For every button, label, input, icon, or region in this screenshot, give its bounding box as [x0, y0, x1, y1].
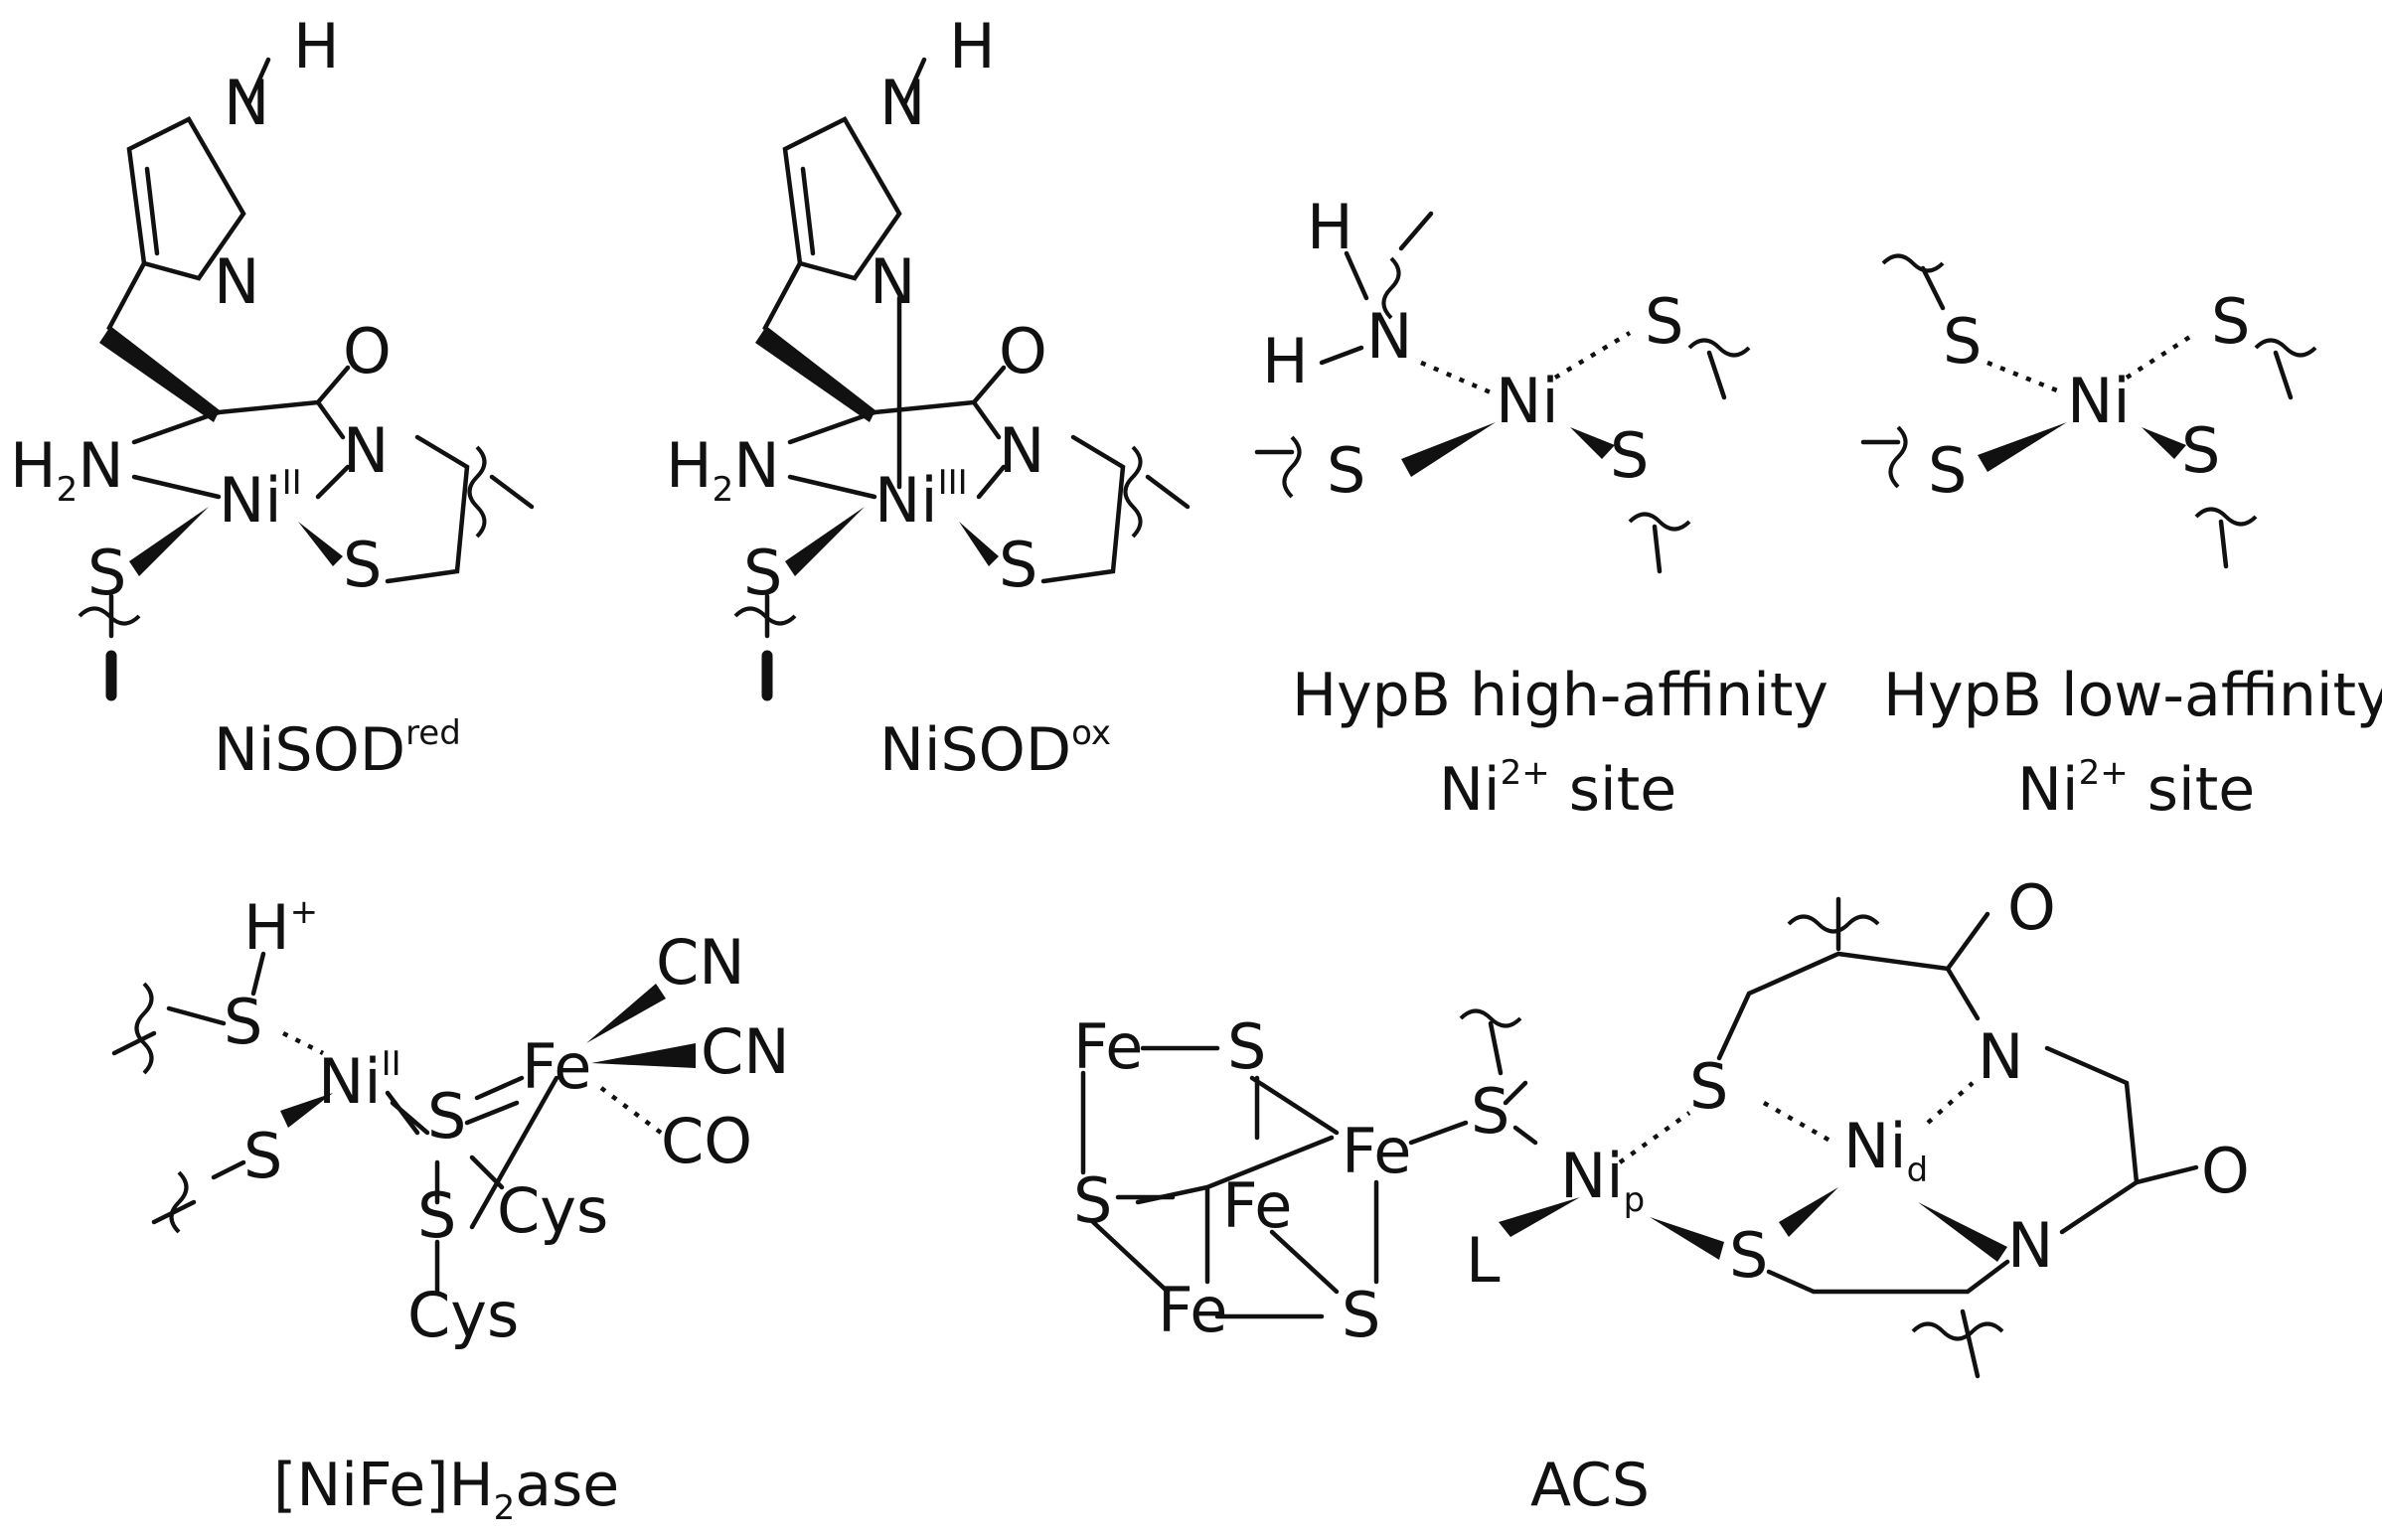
ligand-co: CO: [661, 1105, 752, 1177]
metal-fe: Fe: [1073, 1010, 1143, 1083]
atom-o: O: [999, 315, 1047, 387]
atom-s: S: [417, 1179, 456, 1252]
atom-s: S: [1471, 1075, 1509, 1148]
atom-h: H: [949, 10, 996, 82]
atom-n: N: [224, 67, 269, 139]
group-cys: Cys: [407, 1279, 519, 1351]
group-cys: Cys: [497, 1174, 608, 1247]
atom-s: S: [1610, 419, 1649, 492]
metal-ni-distal: Nid: [1843, 1110, 1928, 1190]
metal-ni: Ni: [2067, 365, 2131, 437]
atom-h2n: H2N: [10, 429, 124, 510]
metal-fe: Fe: [1158, 1274, 1227, 1346]
atom-n: N: [1978, 1020, 2023, 1093]
atom-h: H: [293, 10, 340, 82]
metal-ni: NiIII: [874, 463, 968, 537]
atom-s: S: [1943, 305, 1982, 378]
atom-n: N: [343, 414, 389, 487]
structure-hypb-low: S Ni S S S HypB low-affinity Ni2+ site: [1860, 253, 2382, 825]
caption-nisod-red: NiSODred: [214, 713, 461, 785]
atom-s: S: [1689, 1050, 1728, 1123]
atom-s: S: [1073, 1164, 1112, 1237]
structure-acs: Fe S Fe S Fe Fe S S Nip L S Nid S N O N …: [1073, 871, 2250, 1520]
caption-hypb-low-line2: Ni2+ site: [2017, 753, 2255, 825]
atom-n: N: [2007, 1209, 2053, 1282]
structure-hypb-high: H N H Ni S S S HypB high-affinity Ni2+ s…: [1254, 191, 1828, 825]
structure-nife-h2ase: H+ S NiII S S Fe S Cys Cys CN CN CO [NiF…: [111, 891, 790, 1528]
structure-nisod-ox: H N N O N H2N NiIII S S NiSODox: [666, 10, 1191, 785]
atom-s: S: [1928, 434, 1967, 507]
caption-hypb-low-line1: HypB low-affinity: [1883, 661, 2382, 730]
atom-s: S: [1327, 434, 1365, 507]
metal-ni-proximal: Nip: [1560, 1140, 1645, 1220]
atom-s: S: [2181, 414, 2220, 487]
ligand-cn: CN: [656, 926, 745, 999]
atom-s: S: [743, 537, 782, 609]
caption-nisod-ox: NiSODox: [879, 713, 1111, 785]
metal-fe: Fe: [1222, 1169, 1292, 1242]
caption-acs: ACS: [1530, 1451, 1650, 1520]
atom-n: N: [999, 414, 1044, 487]
atom-o: O: [2201, 1135, 2250, 1207]
atom-n: N: [870, 245, 915, 318]
atom-h: H: [1307, 191, 1353, 263]
atom-s: S: [999, 529, 1037, 601]
metal-ni: NiII: [219, 463, 302, 537]
atom-n: N: [1366, 300, 1412, 373]
atom-n: N: [879, 67, 925, 139]
ligand-l: L: [1466, 1224, 1501, 1297]
atom-s: S: [2211, 285, 2250, 358]
atom-h: H: [1262, 325, 1309, 397]
ligand-cn: CN: [701, 1015, 790, 1088]
atom-s: S: [1645, 285, 1683, 358]
caption-hypb-high-line2: Ni2+ site: [1439, 753, 1676, 825]
structure-nisod-red: H N N O N H2N NiII S S NiSODred: [10, 10, 535, 785]
atom-s: S: [427, 1080, 466, 1153]
atom-s: S: [1342, 1279, 1380, 1351]
atom-s: S: [224, 986, 262, 1058]
atom-o: O: [2007, 871, 2056, 944]
atom-n: N: [214, 245, 259, 318]
atom-s: S: [87, 537, 126, 609]
metal-ni: Ni: [1496, 365, 1559, 437]
caption-hypb-high-line1: HypB high-affinity: [1292, 661, 1828, 730]
metal-fe: Fe: [1342, 1115, 1411, 1187]
atom-s: S: [243, 1120, 282, 1192]
atom-s: S: [343, 529, 382, 601]
metal-fe: Fe: [522, 1030, 591, 1103]
atom-o: O: [343, 315, 392, 387]
atom-h2n: H2N: [666, 429, 780, 510]
atom-s: S: [1227, 1010, 1266, 1083]
caption-nife-h2ase: [NiFe]H2ase: [273, 1451, 619, 1528]
atom-h-plus: H+: [243, 891, 318, 964]
metal-ni: NiII: [318, 1044, 401, 1118]
atom-s: S: [1729, 1219, 1768, 1292]
